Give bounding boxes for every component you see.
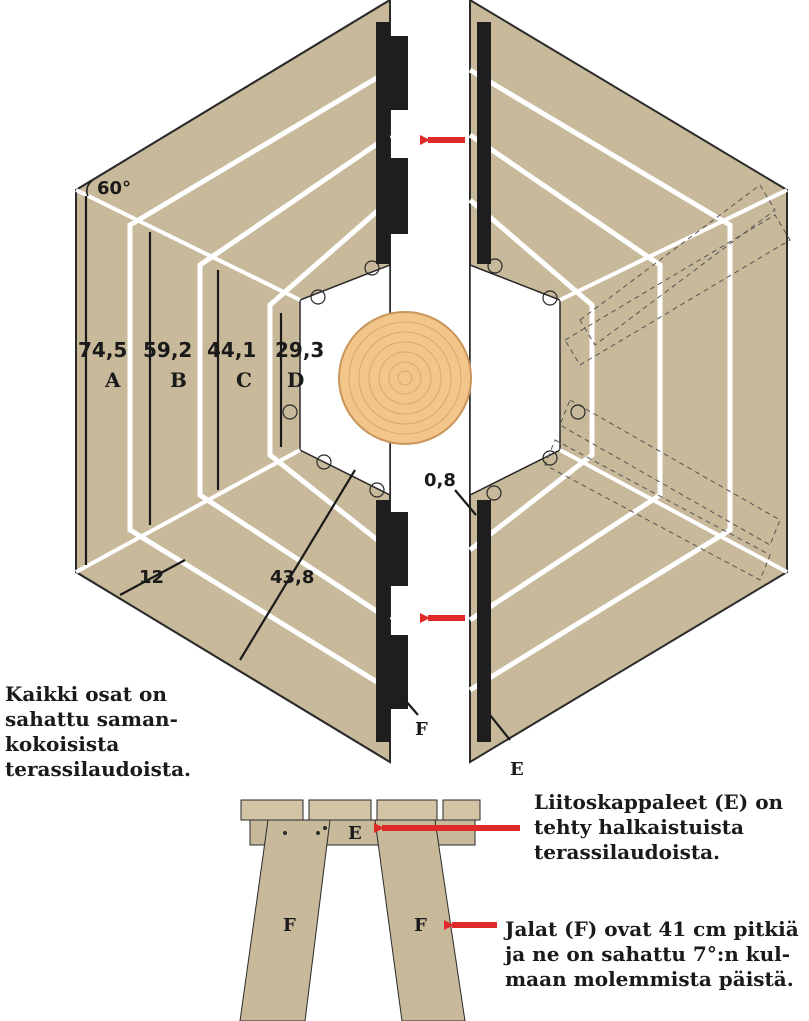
left-seat-half xyxy=(75,0,408,764)
assembly-arrows xyxy=(420,135,465,623)
part-e-letter-top: E xyxy=(510,759,524,780)
length-c-label: 44,1 xyxy=(207,338,256,362)
part-f-letter-top: F xyxy=(415,719,428,740)
part-f-letter-side-left: F xyxy=(283,915,296,936)
part-e-letter-side: E xyxy=(348,823,362,844)
angle-arc xyxy=(86,180,93,197)
part-f-letter-side-right: F xyxy=(414,915,427,936)
board-width-label: 12 xyxy=(139,567,164,588)
part-c-letter: C xyxy=(236,368,252,392)
note-connectors: Liitoskappaleet (E) on tehty halkaistuis… xyxy=(534,790,784,864)
length-a-label: 74,5 xyxy=(78,338,127,362)
right-seat-half xyxy=(468,0,791,764)
note-legs: Jalat (F) ovat 41 cm pitkiä ja ne on sah… xyxy=(505,917,799,991)
half-width-label: 43,8 xyxy=(270,567,314,588)
dimension-lines xyxy=(84,196,511,741)
note-all-parts: Kaikki osat on sahattu saman- kokoisista… xyxy=(5,682,192,781)
part-b-letter: B xyxy=(170,368,187,392)
stool-side-view xyxy=(239,799,520,1021)
part-d-letter: D xyxy=(287,368,304,392)
length-b-label: 59,2 xyxy=(143,338,192,362)
part-a-letter: A xyxy=(104,368,121,392)
gap-label: 0,8 xyxy=(424,470,456,491)
angle-label: 60° xyxy=(97,178,131,199)
log-cross-section xyxy=(338,311,472,445)
length-d-label: 29,3 xyxy=(275,338,324,362)
